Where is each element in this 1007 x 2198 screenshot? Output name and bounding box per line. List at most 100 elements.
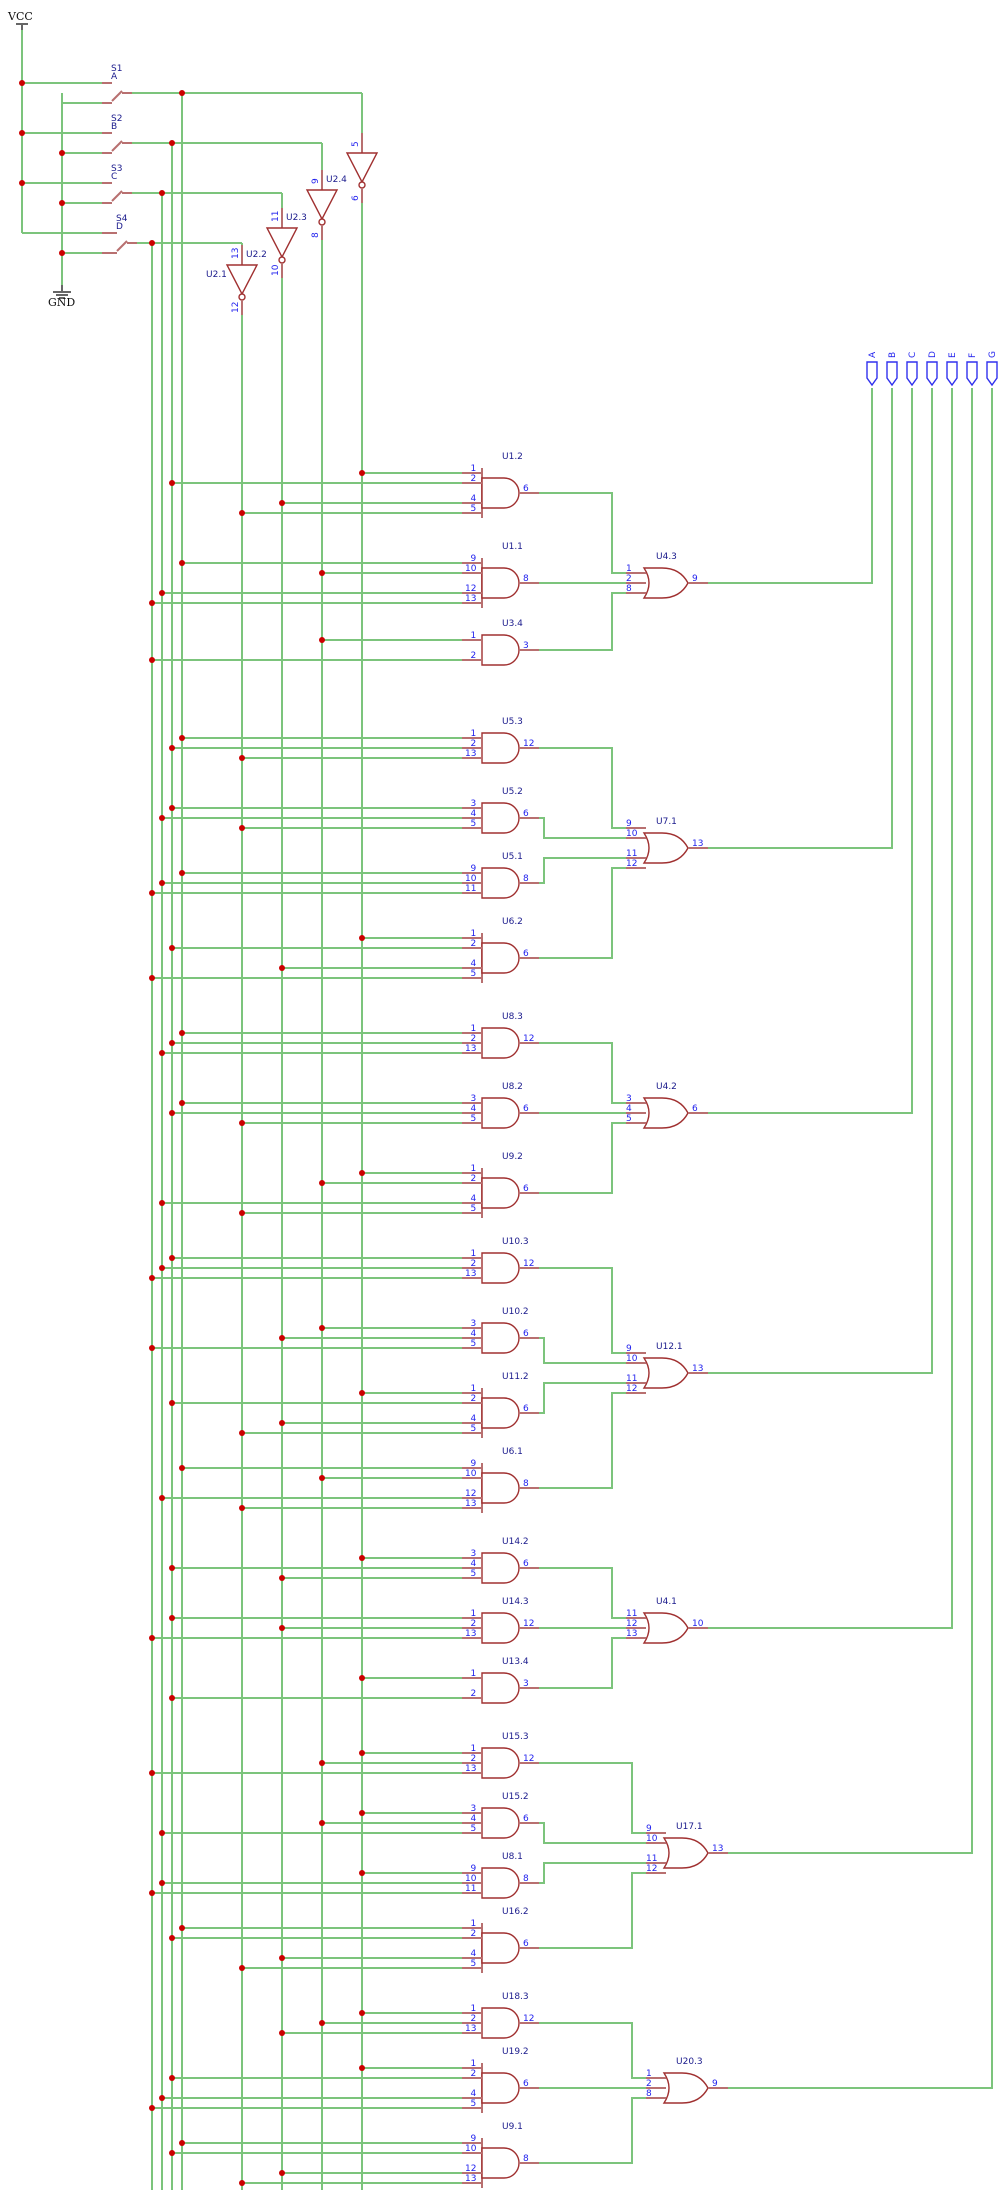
and-pin-num: 2 — [471, 651, 477, 661]
and-out-pin-num: 6 — [523, 1329, 529, 1339]
output-port-d[interactable] — [926, 361, 938, 387]
and-gate-body — [481, 2147, 520, 2179]
junction-dot — [279, 1625, 285, 1631]
junction-dot — [179, 2140, 185, 2146]
or-gate-ref: U20.3 — [676, 2057, 703, 2067]
and-gate-ref: U3.4 — [502, 619, 523, 629]
output-port-e[interactable] — [946, 361, 958, 387]
output-wire-b — [708, 388, 893, 849]
junction-dot — [169, 2075, 175, 2081]
output-port-f[interactable] — [966, 361, 978, 387]
junction-dot — [149, 1890, 155, 1896]
and-pin-num: 13 — [465, 2024, 476, 2034]
inverter-body — [265, 227, 299, 259]
and-out-pin-num: 3 — [523, 641, 529, 651]
and-pin-num: 2 — [471, 1619, 477, 1629]
junction-dot — [319, 1820, 325, 1826]
and-out-pin-num: 12 — [523, 1034, 534, 1044]
or-gate-body — [642, 567, 689, 599]
junction-dot — [149, 890, 155, 896]
inverter-out-pin-num: 6 — [351, 195, 361, 201]
and-pin-num: 1 — [471, 464, 477, 474]
and-gate-ref: U11.2 — [502, 1372, 529, 1382]
output-port-c[interactable] — [906, 361, 918, 387]
and-pin-num: 5 — [471, 1339, 477, 1349]
output-wire-f — [728, 388, 973, 1854]
and-pin-num: 2 — [471, 2014, 477, 2024]
and-pin-num: 1 — [471, 631, 477, 641]
junction-dot — [359, 1870, 365, 1876]
and-pin-num: 4 — [471, 1949, 477, 1959]
output-port-g[interactable] — [986, 361, 998, 387]
junction-dot — [159, 1495, 165, 1501]
switch-ref: S4 — [116, 214, 128, 224]
or-gate-body — [662, 2072, 709, 2104]
or-pin-num: 12 — [626, 859, 637, 869]
and-gate-ref: U18.3 — [502, 1992, 529, 2002]
junction-dot — [159, 190, 165, 196]
and-pin-num: 13 — [465, 1499, 476, 1509]
junction-dot — [149, 240, 155, 246]
and-pin-num: 2 — [471, 1034, 477, 1044]
and-pin-num: 13 — [465, 1044, 476, 1054]
and-pin-num: 4 — [471, 1414, 477, 1424]
and-pin-num: 5 — [471, 1424, 477, 1434]
switch-name: B — [111, 122, 117, 132]
output-port-a[interactable] — [866, 361, 878, 387]
junction-dot — [179, 90, 185, 96]
and-pin-num: 4 — [471, 1814, 477, 1824]
and-gate-ref: U1.1 — [502, 542, 523, 552]
or-out-pin-num: 9 — [712, 2079, 718, 2089]
and-pin-num: 1 — [471, 1384, 477, 1394]
junction-dot — [169, 945, 175, 951]
and-pin-num: 9 — [471, 554, 477, 564]
and-gate-body — [481, 1177, 520, 1209]
and-out-pin-num: 8 — [523, 874, 529, 884]
inverter-in-pin-num: 13 — [231, 248, 241, 259]
junction-dot — [319, 570, 325, 576]
junction-dot — [179, 735, 185, 741]
and-pin-num: 11 — [465, 884, 476, 894]
and-gate-ref: U15.2 — [502, 1792, 529, 1802]
and-out-pin-num: 6 — [523, 1184, 529, 1194]
inverter-ref: U2.4 — [326, 175, 347, 185]
or-out-pin-num: 9 — [692, 574, 698, 584]
parts-layer: VCCGNDS1AS2BS3CS4D5698U2.41110U2.31312U2… — [7, 10, 998, 2188]
and-pin-num: 4 — [471, 1194, 477, 1204]
junction-dot — [359, 2010, 365, 2016]
junction-dot — [169, 1935, 175, 1941]
junction-dot — [149, 657, 155, 663]
switch-lever — [111, 190, 123, 202]
junction-dot — [159, 590, 165, 596]
and-out-pin-num: 6 — [523, 949, 529, 959]
or-pin-num: 8 — [646, 2089, 652, 2099]
and-pin-num: 13 — [465, 1629, 476, 1639]
and-gate-ref: U10.3 — [502, 1237, 529, 1247]
or-gate-body — [642, 832, 689, 864]
and-to-or-wire — [539, 1862, 646, 1884]
or-gate-body — [642, 1097, 689, 1129]
and-to-or-wire — [539, 1382, 626, 1414]
and-to-or-wire — [539, 817, 626, 839]
gnd-label: GND — [48, 296, 75, 309]
junction-dot — [279, 2170, 285, 2176]
junction-dot — [319, 1475, 325, 1481]
junction-dot — [149, 600, 155, 606]
or-pin-num: 12 — [646, 1864, 657, 1874]
or-gate-body — [642, 1357, 689, 1389]
inverter-ref: U2.2 — [246, 250, 267, 260]
and-pin-num: 1 — [471, 1024, 477, 1034]
and-gate-body — [481, 567, 520, 599]
junction-dot — [239, 755, 245, 761]
junction-dot — [169, 1255, 175, 1261]
output-port-b[interactable] — [886, 361, 898, 387]
and-pin-num: 1 — [471, 1669, 477, 1679]
junction-dot — [169, 1110, 175, 1116]
junction-dot — [279, 1420, 285, 1426]
output-port-label: E — [948, 352, 958, 358]
and-pin-num: 1 — [471, 1164, 477, 1174]
and-gate-body — [481, 1472, 520, 1504]
and-pin-num: 2 — [471, 1394, 477, 1404]
and-pin-num: 10 — [465, 564, 477, 574]
and-gate-ref: U9.1 — [502, 2122, 523, 2132]
